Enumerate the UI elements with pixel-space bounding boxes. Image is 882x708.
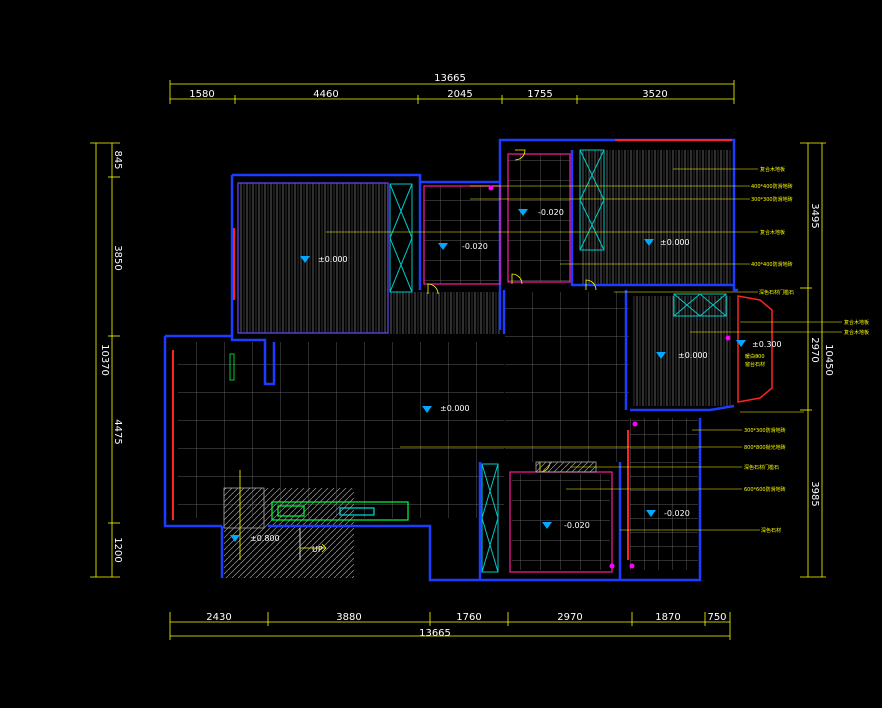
dim-top-3: 2045	[447, 89, 472, 100]
dimension-lines	[90, 80, 826, 640]
dim-left-total: 10370	[99, 344, 110, 376]
windows	[172, 139, 732, 560]
note-15: 深色石材	[761, 527, 781, 534]
note-1: 复合木地板	[760, 166, 785, 173]
dim-top-total: 13665	[434, 73, 466, 84]
level-markers	[230, 209, 746, 542]
note-3: 300*300防滑地砖	[751, 196, 793, 203]
dim-right-3: 3985	[809, 481, 820, 506]
dim-bottom-total: 13665	[419, 628, 451, 639]
bay-window	[737, 295, 773, 403]
bath-center-floor	[508, 154, 570, 282]
dim-left-4: 1200	[112, 537, 123, 562]
left-dimensions: 10370 845 3850 4475 1200	[99, 150, 123, 562]
leader-lines	[326, 168, 842, 531]
balcony-floor	[630, 418, 698, 570]
level-stair: ±0.800	[250, 534, 280, 543]
level-bedroom-left: ±0.000	[318, 255, 348, 264]
right-dimensions: 3495 2970 3985 10450	[809, 203, 834, 506]
dim-top-1: 1580	[189, 89, 214, 100]
dim-left-2: 3850	[112, 245, 123, 270]
room-fills	[178, 150, 732, 578]
dim-top-2: 4460	[313, 89, 338, 100]
dim-bottom-5: 1870	[655, 612, 680, 623]
top-dimensions: 13665 1580 4460 2045 1755 3520	[189, 73, 667, 100]
stair-up-label: UP	[312, 545, 323, 554]
dim-bottom-6: 750	[707, 612, 726, 623]
material-notes: 复合木地板 400*400防滑地砖 300*300防滑地砖 复合木地板 400*…	[744, 166, 869, 534]
stair-area	[224, 488, 354, 578]
level-small-room: -0.020	[462, 242, 488, 251]
dim-top-4: 1755	[527, 89, 552, 100]
level-bay-window: ±0.300	[752, 340, 782, 349]
note-7: 复合木地板	[844, 319, 869, 326]
wardrobes	[389, 149, 727, 573]
small-room-floor	[424, 186, 500, 284]
note-13: 深色石材门槛石	[744, 464, 779, 471]
dim-top-5: 3520	[642, 89, 667, 100]
note-9: 暖白300	[745, 353, 765, 360]
level-study: ±0.000	[678, 351, 708, 360]
note-11: 300*300防滑地砖	[744, 427, 786, 434]
level-living: ±0.000	[440, 404, 470, 413]
note-6: 深色石材门槛石	[759, 289, 794, 296]
dim-right-2: 2970	[809, 337, 820, 362]
note-4: 复合木地板	[760, 229, 785, 236]
fixtures	[229, 185, 731, 569]
bottom-dimensions: 2430 3880 1760 2970 1870 750 13665	[206, 612, 726, 639]
level-bath-center: -0.020	[538, 208, 564, 217]
dim-right-total: 10450	[823, 344, 834, 376]
dim-right-1: 3495	[809, 203, 820, 228]
dim-bottom-2: 3880	[336, 612, 361, 623]
bedroom-right-floor	[582, 150, 732, 285]
dim-left-3: 4475	[112, 419, 123, 444]
level-labels: ±0.000 -0.020 -0.020 ±0.000 ±0.000 ±0.30…	[250, 208, 782, 543]
kitchen-floor	[512, 474, 610, 570]
corridor-floor	[505, 292, 629, 462]
stair	[223, 470, 327, 560]
note-10: 窗台石材	[745, 361, 765, 368]
level-kitchen: -0.020	[564, 521, 590, 530]
study-floor	[632, 296, 732, 406]
walls	[163, 138, 738, 582]
dim-bottom-1: 2430	[206, 612, 231, 623]
dim-bottom-3: 1760	[456, 612, 481, 623]
level-bedroom-right: ±0.000	[660, 238, 690, 247]
note-12: 800*800抛光地砖	[744, 444, 786, 451]
note-8: 复合木地板	[844, 329, 869, 336]
level-balcony: -0.020	[664, 509, 690, 518]
kitchen-counter	[271, 501, 409, 521]
bedroom-left-floor	[238, 183, 388, 333]
dim-left-1: 845	[112, 150, 123, 169]
note-2: 400*400防滑地砖	[751, 183, 793, 190]
note-14: 600*600防滑地砖	[744, 486, 786, 493]
dim-bottom-4: 2970	[557, 612, 582, 623]
note-5: 400*400防滑地砖	[751, 261, 793, 268]
bedroom-left-corridor-floor	[388, 292, 500, 334]
